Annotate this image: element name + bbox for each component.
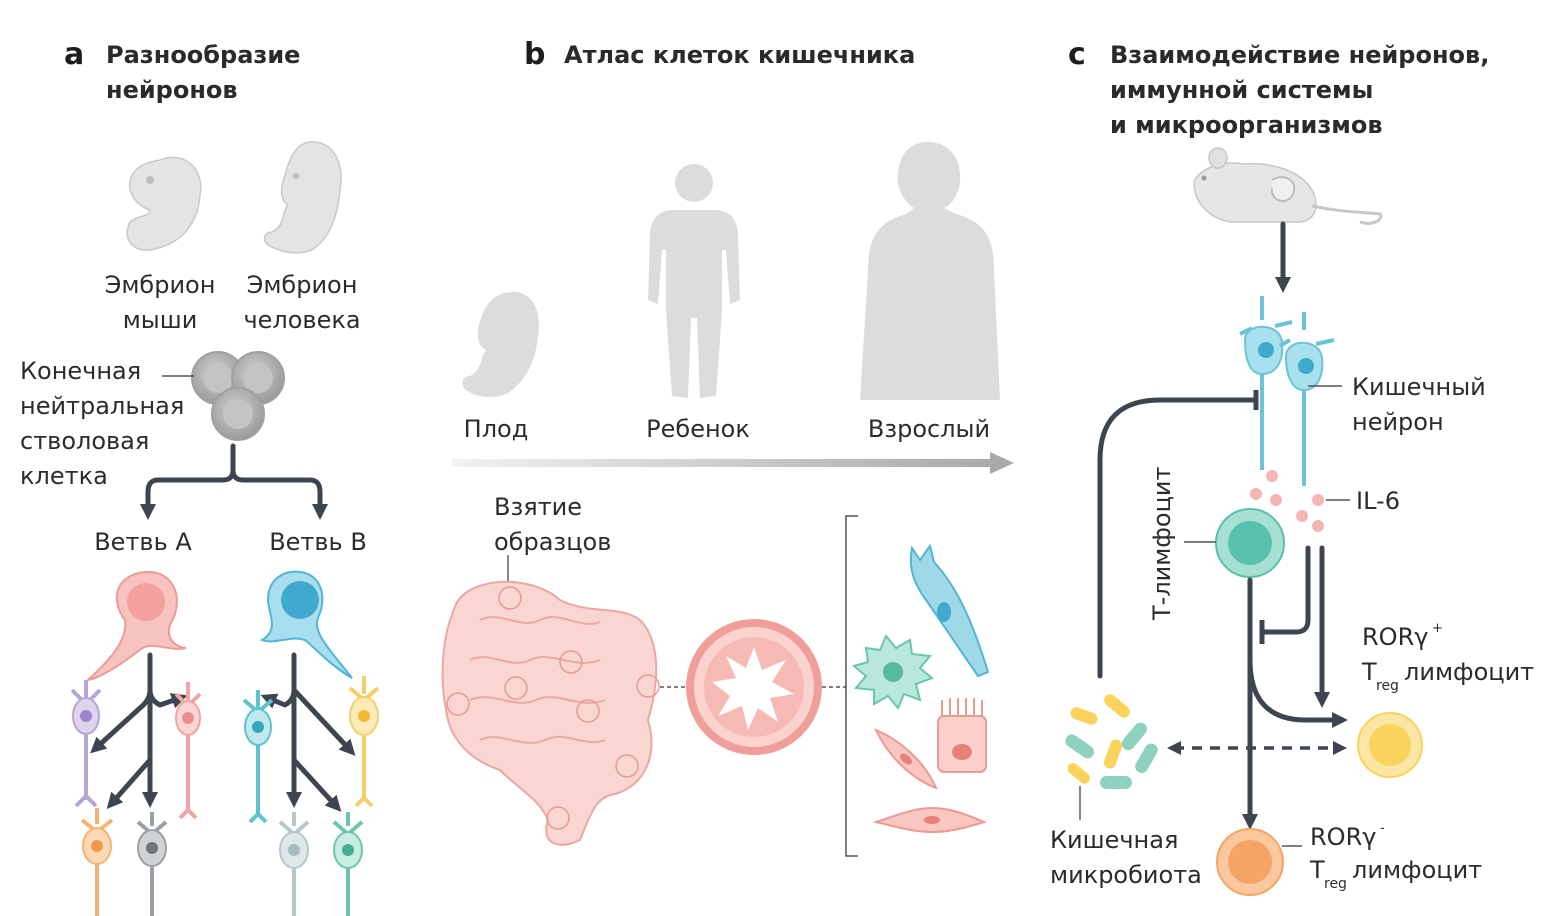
panel-a: a Разнообразие нейронов Эмбрион мыши Эмб… bbox=[20, 37, 380, 916]
branch-a-progenitor-cell bbox=[84, 570, 187, 682]
branch-b-arrow bbox=[230, 467, 329, 521]
enteric-neuron-icon bbox=[1239, 296, 1335, 486]
treg-plus-t: T bbox=[1361, 658, 1377, 686]
mouse-icon bbox=[1193, 147, 1383, 225]
neuron-orange-icon bbox=[80, 808, 114, 916]
branch-b-arrow-to-green bbox=[291, 757, 342, 812]
sampling-label-line2: образцов bbox=[494, 528, 611, 556]
neuron-yellow-icon bbox=[348, 676, 380, 808]
t-cell-to-treg-plus-arrow bbox=[1247, 657, 1349, 729]
sampling-label-line1: Взятие bbox=[494, 493, 582, 521]
immune-cell-type-icon bbox=[851, 634, 934, 710]
ror-minus-superscript: - bbox=[1380, 821, 1385, 836]
adult-silhouette-icon bbox=[860, 142, 1000, 400]
human-embryo-label-line2: человека bbox=[243, 306, 360, 334]
treg-minus-subscript: reg bbox=[1324, 876, 1347, 892]
panel-a-letter: a bbox=[64, 37, 84, 72]
mouse-embryo-icon bbox=[126, 156, 202, 251]
stage-child-label: Ребенок bbox=[646, 415, 750, 443]
il6-label: IL-6 bbox=[1356, 487, 1400, 515]
microbiota-label-line1: Кишечная bbox=[1050, 826, 1178, 854]
t-lymphocyte-icon bbox=[1215, 508, 1285, 578]
fetus-icon bbox=[462, 291, 539, 398]
panel-c-title-line1: Взаимодействие нейронов, bbox=[1110, 41, 1489, 69]
intestine-icon bbox=[441, 580, 660, 846]
neuron-label-line2: нейрон bbox=[1352, 408, 1444, 436]
branch-a-arrow-to-orange bbox=[106, 757, 153, 809]
stem-cell-label-line2: нейтральная bbox=[20, 392, 184, 420]
panel-c-title-line2: иммунной системы bbox=[1110, 76, 1373, 104]
neuron-pink-icon bbox=[174, 682, 202, 820]
neuron-lightgrey-icon bbox=[278, 812, 310, 916]
treg-plus-cell-icon bbox=[1357, 712, 1423, 778]
panel-c-title-line3: и микроорганизмов bbox=[1110, 111, 1383, 139]
treg-plus-subscript: reg bbox=[1376, 678, 1399, 694]
branch-b-arrow-to-yellow bbox=[291, 687, 356, 756]
ror-plus-superscript: + bbox=[1432, 621, 1443, 636]
microbiota-label-line2: микробиота bbox=[1050, 861, 1202, 889]
panel-b: b Атлас клеток кишечника Плод Ребенок Вз… bbox=[441, 37, 1014, 857]
treg-minus-suffix: лимфоцит bbox=[1352, 856, 1482, 884]
timeline-arrow bbox=[452, 452, 1014, 474]
panel-c-letter: c bbox=[1068, 37, 1086, 72]
neuron-green-icon bbox=[332, 812, 364, 916]
fibroblast-cell-type-icon bbox=[872, 806, 987, 834]
stem-cell-label-line4: клетка bbox=[20, 462, 108, 490]
treg-minus-cell-icon bbox=[1216, 828, 1284, 896]
panel-c: c Взаимодействие нейронов, иммунной сист… bbox=[1050, 37, 1534, 896]
epithelial-cell-type-icon bbox=[937, 698, 987, 773]
neuron-teal-icon bbox=[242, 690, 274, 824]
cell-types-bracket bbox=[845, 515, 858, 857]
mouse-embryo-label-line1: Эмбрион bbox=[105, 271, 216, 299]
branch-b-progenitor-cell bbox=[259, 570, 353, 679]
panel-b-letter: b bbox=[524, 37, 545, 72]
human-embryo-icon bbox=[263, 141, 342, 254]
stem-cell-label-line3: стволовая bbox=[20, 427, 149, 455]
panel-b-title: Атлас клеток кишечника bbox=[564, 41, 915, 69]
child-silhouette-icon bbox=[648, 164, 740, 398]
t-cell-label: Т-лимфоцит bbox=[1148, 467, 1176, 622]
neuron-cell-type-icon bbox=[909, 543, 990, 678]
branch-a-arrow bbox=[139, 443, 236, 521]
ror-minus-label: RORγ bbox=[1310, 823, 1376, 851]
il6-cytokine-dots bbox=[1250, 470, 1324, 532]
treg-plus-suffix: лимфоцит bbox=[1404, 658, 1534, 686]
muscle-cell-type-icon bbox=[874, 728, 938, 790]
stem-cell-cluster bbox=[191, 351, 285, 441]
branch-b-arrow-to-teal bbox=[260, 652, 297, 709]
neuron-purple-icon bbox=[70, 680, 102, 808]
stage-fetus-label: Плод bbox=[464, 415, 529, 443]
mouse-embryo-label-line2: мыши bbox=[123, 306, 198, 334]
microbiota-inhibits-neuron-line bbox=[1097, 397, 1259, 679]
panel-a-title-line2: нейронов bbox=[106, 76, 238, 104]
stage-adult-label: Взрослый bbox=[868, 415, 990, 443]
ror-plus-label: RORγ bbox=[1362, 623, 1428, 651]
branch-a-label: Ветвь А bbox=[94, 528, 192, 556]
branch-a-arrow-to-pink bbox=[147, 687, 188, 709]
microbiota-icon bbox=[1065, 694, 1158, 789]
stem-cell-label-line1: Конечная bbox=[20, 357, 141, 385]
intestine-cross-section-icon bbox=[686, 619, 822, 755]
neuron-label-line1: Кишечный bbox=[1352, 373, 1486, 401]
neuron-grey-icon bbox=[136, 812, 168, 916]
human-embryo-label-line1: Эмбрион bbox=[247, 271, 358, 299]
branch-b-label: Ветвь В bbox=[269, 528, 367, 556]
treg-minus-t: T bbox=[1309, 856, 1325, 884]
panel-a-title-line1: Разнообразие bbox=[106, 41, 300, 69]
il6-inhibition-line bbox=[1259, 545, 1311, 635]
